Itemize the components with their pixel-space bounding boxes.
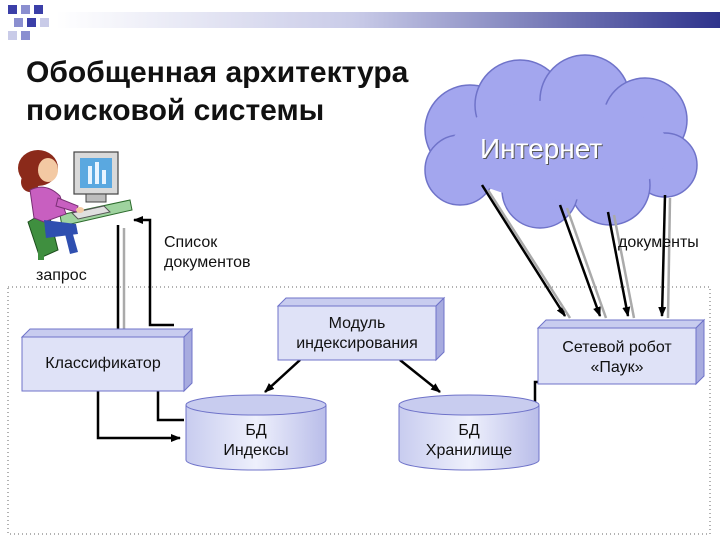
storage-db-line-1: БД [458, 422, 480, 439]
robot-label-line-1: Сетевой робот [562, 339, 672, 356]
header-decoration [8, 5, 720, 40]
database-icon [185, 394, 327, 471]
robot-label: Сетевой робот «Паук» [538, 338, 696, 378]
page-title: Обобщенная архитектура поисковой системы [26, 54, 496, 130]
storage-db-label: БД Хранилище [399, 421, 539, 461]
index-db-label: БД Индексы [186, 421, 326, 461]
documents-label: документы [618, 234, 699, 251]
system-boundary [7, 286, 711, 535]
doc-list-line-1: Список [164, 234, 218, 251]
connection-shadows [122, 189, 672, 332]
indexer-label-line-1: Модуль [328, 315, 386, 332]
robot-box [536, 318, 706, 386]
classifier-label: Классификатор [45, 355, 161, 372]
internet-cloud-icon [424, 54, 698, 229]
doc-list-line-2: документов [164, 254, 251, 271]
title-line-1: Обобщенная архитектура [26, 56, 409, 89]
indexer-label: Модуль индексирования [278, 314, 436, 354]
index-db-line-2: Индексы [223, 442, 289, 459]
storage-db-line-2: Хранилище [425, 442, 513, 459]
index-db-line-1: БД [245, 422, 267, 439]
indexer-box [276, 296, 446, 362]
indexer-label-line-2: индексирования [296, 335, 418, 352]
classifier-box [20, 327, 194, 393]
doc-list-label: Список документов [164, 233, 251, 273]
cloud-label: Интернет [480, 133, 603, 164]
title-line-2: поисковой системы [26, 94, 325, 127]
person-at-computer-icon [18, 150, 133, 260]
query-label: запрос [36, 267, 87, 284]
database-icon [398, 394, 540, 471]
robot-label-line-2: «Паук» [590, 359, 644, 376]
